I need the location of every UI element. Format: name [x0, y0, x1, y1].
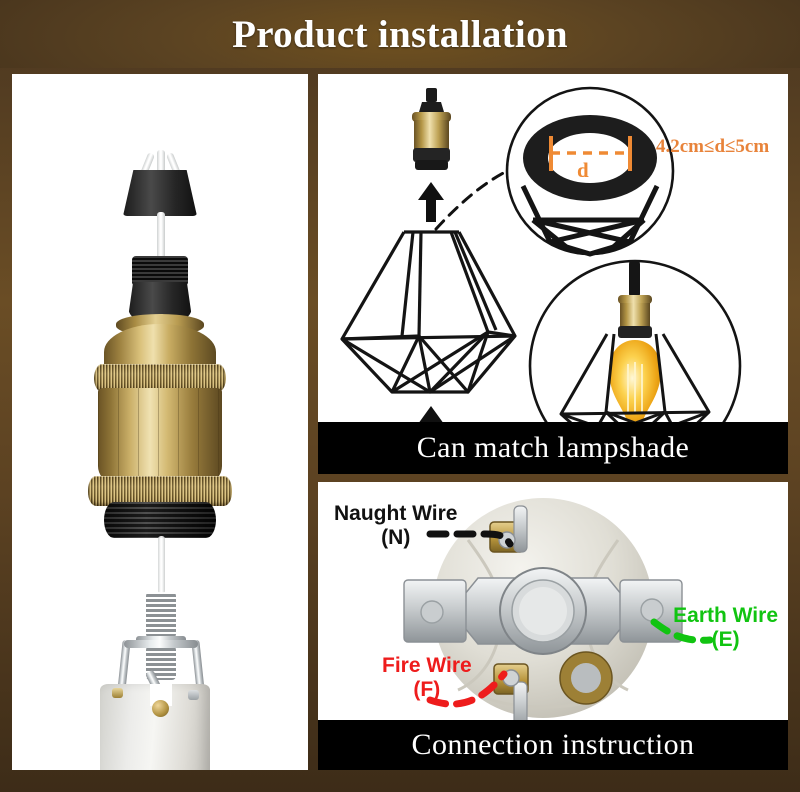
knurled-ring-lower	[88, 476, 232, 506]
caption-connection: Connection instruction	[411, 728, 695, 761]
magnified-ring-detail	[505, 86, 675, 257]
caption-bar-connection: Connection instruction	[318, 720, 788, 770]
lamp-holder-illustration	[12, 74, 308, 770]
earth-wire-name: Earth Wire	[673, 604, 778, 627]
label-fire-wire: Fire Wire (F)	[382, 654, 472, 701]
leader-line-fire	[426, 670, 508, 708]
earth-wire-code: (E)	[711, 627, 740, 651]
panel-product-photo	[12, 74, 308, 770]
terminal-tab-left	[403, 579, 467, 643]
threaded-stem-upper	[146, 592, 176, 638]
naught-wire-name: Naught Wire	[334, 502, 458, 525]
assembled-pendant-inset	[528, 259, 742, 473]
diameter-symbol-label: d	[577, 158, 589, 182]
wire-strand-center	[157, 150, 165, 176]
label-naught-wire: Naught Wire (N)	[334, 502, 457, 549]
screw-left	[112, 688, 123, 698]
arrow-up-socket	[418, 182, 444, 222]
brass-dome	[104, 324, 216, 370]
knurled-ring-upper	[94, 364, 226, 392]
lampshade-diagram	[340, 86, 742, 473]
cord-grip-thread	[132, 256, 188, 286]
panel-lampshade-match: d 4.2cm≤d≤5cm Can match lampshade	[318, 74, 788, 474]
clear-wire-lower	[158, 536, 165, 594]
bracket-crossbar	[124, 640, 198, 648]
bulb-filament	[627, 362, 643, 414]
panel-connection-instruction: Naught Wire (N) Earth Wire (E) Fire Wire…	[318, 482, 788, 770]
brass-fluted-body	[98, 388, 222, 482]
cage-lampshade	[340, 230, 517, 394]
terminal-contact-brass	[559, 651, 613, 705]
leader-line-naught	[426, 530, 514, 548]
pendant-cord	[629, 260, 640, 298]
cord-grip-lower	[128, 282, 192, 318]
page-title: Product installation	[232, 12, 568, 56]
center-collar	[459, 567, 627, 655]
leader-line-earth	[650, 618, 714, 644]
diameter-range-text: 4.2cm≤d≤5cm	[656, 136, 770, 157]
cord-grip-upper	[123, 170, 197, 216]
terminal-screw-brass	[152, 700, 169, 717]
caption-lampshade: Can match lampshade	[416, 431, 690, 464]
header-banner: Product installation	[0, 0, 800, 68]
socket-terminal-diagram	[403, 498, 714, 731]
fire-wire-name: Fire Wire	[382, 654, 472, 677]
screw-right	[188, 690, 199, 700]
wire-between-grips	[157, 212, 165, 260]
naught-wire-code: (N)	[381, 525, 411, 549]
label-earth-wire: Earth Wire (E)	[673, 604, 778, 651]
fire-wire-code: (F)	[413, 677, 441, 701]
black-threaded-skirt	[104, 502, 216, 538]
socket-exploded-icon	[412, 88, 451, 170]
caption-bar-lampshade: Can match lampshade	[318, 422, 788, 474]
